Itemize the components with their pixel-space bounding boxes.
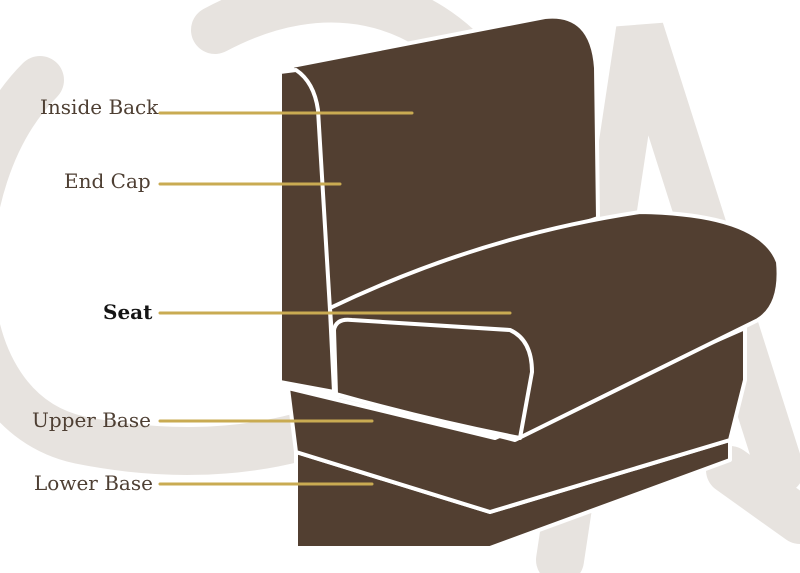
label-seat: Seat [103, 300, 153, 324]
label-lower-base: Lower Base [34, 471, 153, 495]
leader-lines [158, 111, 512, 486]
label-upper-base: Upper Base [32, 408, 151, 432]
label-inside-back: Inside Back [40, 95, 159, 119]
label-end-cap: End Cap [64, 169, 151, 193]
booth-illustration [278, 14, 781, 550]
seat-front-face [332, 317, 534, 440]
